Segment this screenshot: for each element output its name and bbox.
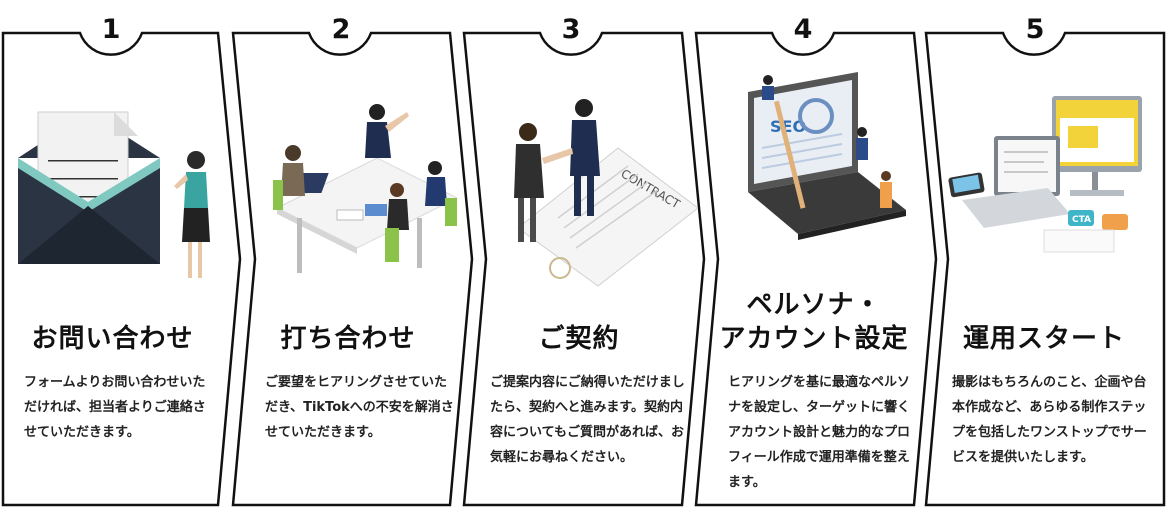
laptop-seo-icon: SEO xyxy=(748,72,906,240)
step-number: 2 xyxy=(331,14,351,45)
step-description: ヒアリングを基に最適なペルソナを設定し、ターゲットに響くアカウント設計と魅力的な… xyxy=(728,375,911,490)
contract-handshake-icon: CONTRACT xyxy=(514,99,698,287)
step-title: ご契約 xyxy=(538,324,620,354)
step-2: 2 打ち合わせ ご要望をヒアリングさせていただき、TikTokへの不安を解消させ… xyxy=(233,0,473,509)
step-title: お問い合わせ xyxy=(31,324,194,354)
step-title: 運用スタート xyxy=(962,324,1125,354)
step-title: 打ち合わせ xyxy=(280,324,416,354)
step-number: 4 xyxy=(793,14,813,45)
step-title-line-1: ペルソナ・ xyxy=(746,290,882,320)
step-description: ご要望をヒアリングさせていただき、TikTokへの不安を解消させていただきます。 xyxy=(265,375,454,440)
step-title: ペルソナ・ アカウント設定 xyxy=(696,288,932,356)
meeting-icon xyxy=(273,104,459,273)
step-1: 1 お問い合わせ フォームよりお問い合わせいただければ、担当者よりご連絡させてい… xyxy=(0,0,240,509)
step-number: 3 xyxy=(561,14,581,45)
step-frame-4 xyxy=(694,31,938,507)
step-number: 1 xyxy=(101,14,121,45)
step-frame-2 xyxy=(231,31,474,507)
step-title-line-2: アカウント設定 xyxy=(719,324,909,354)
step-5: 5 CTA 運用スタート 撮影はもちろんのこと、企画や台本作成など、あらゆる制作… xyxy=(926,0,1169,509)
step-frame-1 xyxy=(1,31,242,507)
step-description: ご提案内容にご納得いただけましたら、契約へと進みます。契約内容についてもご質問が… xyxy=(490,375,685,465)
step-number: 5 xyxy=(1025,14,1045,45)
devices-cta-icon: CTA xyxy=(948,96,1142,253)
step-4: 4 SEO ペルソナ・ アカウント設定 ヒアリングを基に最適なペルソナを設定し、… xyxy=(696,0,936,509)
step-frame-5 xyxy=(924,31,1166,507)
step-description: フォームよりお問い合わせいただければ、担当者よりご連絡させていただきます。 xyxy=(24,375,206,440)
step-3: 3 CONTRACT ご契約 ご提案内容にご納得いただけましたら、契約へと進みま… xyxy=(464,0,704,509)
cta-label: CTA xyxy=(1072,215,1091,225)
step-frame-3 xyxy=(462,31,706,507)
step-description: 撮影はもちろんのこと、企画や台本作成など、あらゆる制作ステップを包括したワンスト… xyxy=(952,375,1147,465)
envelope-inquiry-icon xyxy=(18,111,210,278)
